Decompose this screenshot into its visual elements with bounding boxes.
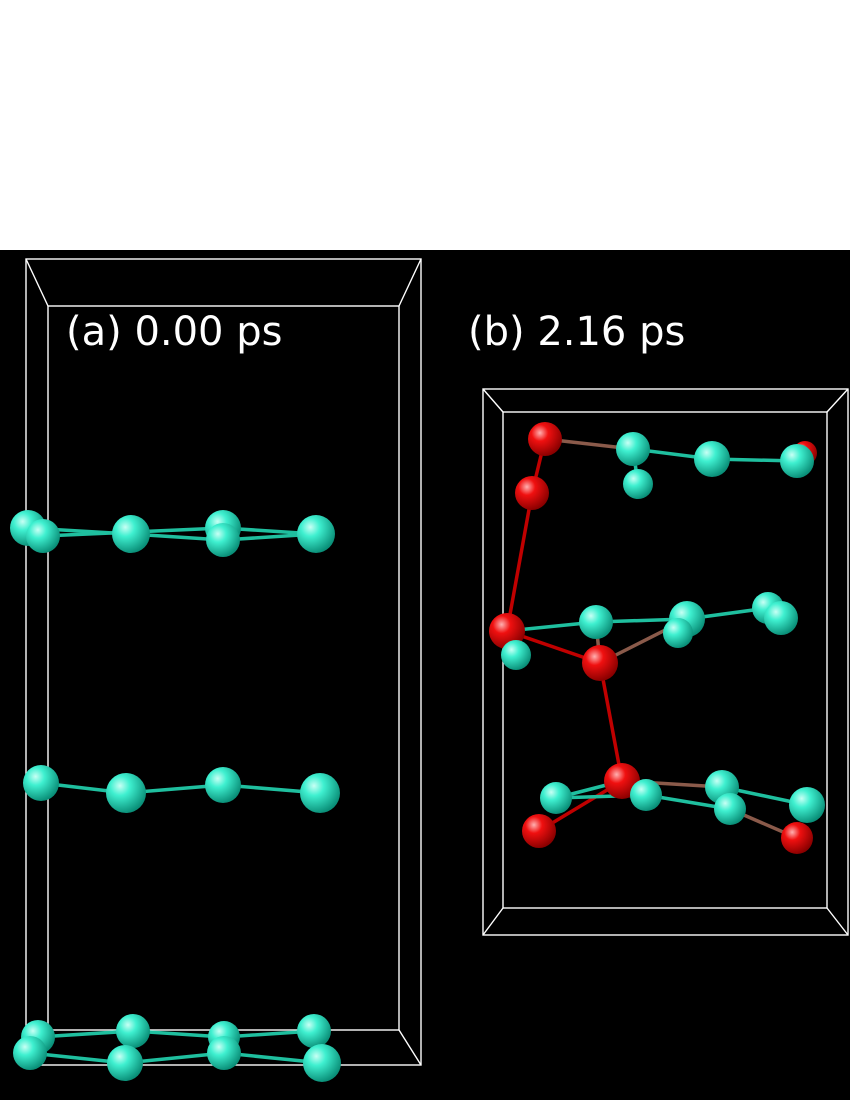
oxygen-atom [522,814,556,848]
carbon-atom [205,767,241,803]
molecular-snapshot-figure: (a) 0.00 ps (b) 2.16 ps [0,250,850,1100]
carbon-atom [107,1045,143,1081]
carbon-atom [106,773,146,813]
cell-b-corner-edge [482,388,504,413]
oxygen-atom [781,822,813,854]
carbon-atom [303,1044,341,1082]
carbon-atom [116,1014,150,1048]
carbon-atom [501,640,531,670]
carbon-atom [300,773,340,813]
oxygen-atom [582,645,618,681]
carbon-atom [616,432,650,466]
carbon-atom [623,469,653,499]
atoms-group [10,422,825,1082]
carbon-atom [13,1036,47,1070]
cell-a-corner-edge [398,258,422,307]
carbon-atom [764,601,798,635]
carbon-atom [630,779,662,811]
carbon-atom [206,523,240,557]
cell-b-corner-edge [482,907,504,936]
carbon-atom [26,519,60,553]
cell-a-corner-edge [25,258,49,307]
oxygen-atom [515,476,549,510]
atoms-and-cells-drawing [10,258,849,1082]
carbon-atom [780,444,814,478]
carbon-atom [297,1014,331,1048]
simulation-cell-a [25,258,422,1066]
carbon-atom [789,787,825,823]
carbon-atom [297,515,335,553]
cell-a-inner-edge [47,305,400,1031]
bond [598,661,624,783]
carbon-atom [663,618,693,648]
cell-b-corner-edge [826,907,849,936]
bond [505,491,534,633]
oxygen-atom [528,422,562,456]
carbon-atom [579,605,613,639]
panel-b-label: (b) 2.16 ps [468,309,686,355]
top-whitespace [0,0,850,250]
carbon-atom [694,441,730,477]
carbon-atom [714,793,746,825]
cell-a-outer-edge [25,258,422,1066]
carbon-atom [112,515,150,553]
carbon-atom [540,782,572,814]
panel-a-label: (a) 0.00 ps [66,309,283,355]
carbon-atom [207,1036,241,1070]
cell-a-corner-edge [398,1029,422,1066]
cell-b-outer-edge [482,388,849,936]
cell-b-corner-edge [826,388,849,413]
carbon-atom [23,765,59,801]
